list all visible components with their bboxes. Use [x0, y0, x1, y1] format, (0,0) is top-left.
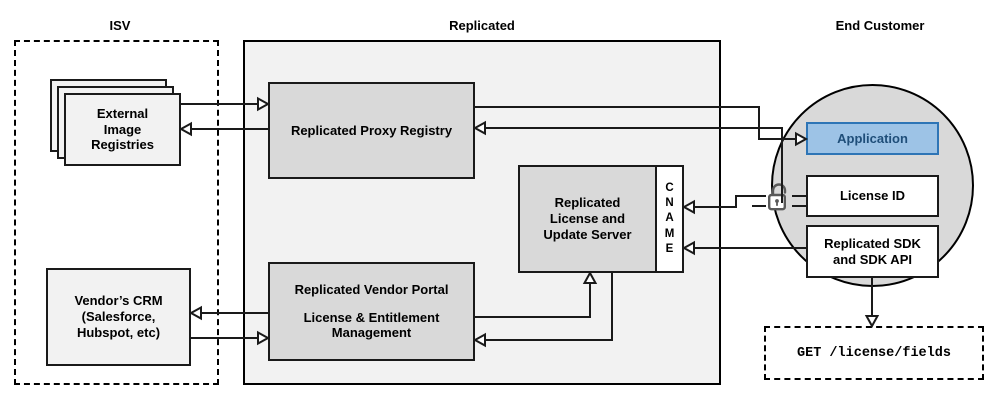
cname-letter-n: N [665, 197, 674, 210]
zone-title-isv: ISV [109, 18, 131, 33]
sdk-line-1: Replicated SDK [824, 235, 921, 251]
api-call-box: GET /license/fields [764, 326, 984, 380]
license-server-line-1: Replicated [554, 195, 621, 211]
license-id-label: License ID [839, 188, 906, 204]
external-registries-line-1: External [96, 105, 149, 121]
vendor-portal-title: Replicated Vendor Portal [294, 281, 449, 297]
vendor-crm-line-1: Vendor’s CRM [74, 293, 163, 309]
cname-letter-c: C [665, 182, 674, 195]
cname-letter-m: M [664, 227, 675, 240]
vendor-crm-line-2: (Salesforce, [81, 309, 156, 325]
zone-title-end-customer: End Customer [835, 18, 925, 33]
external-image-registries-box[interactable]: External Image Registries [64, 93, 181, 166]
replicated-vendor-portal-box[interactable]: Replicated Vendor Portal License & Entit… [268, 262, 475, 361]
isv-zone-boundary [14, 40, 219, 385]
external-registries-line-2: Image [103, 121, 142, 137]
sdk-line-2: and SDK API [833, 251, 912, 267]
cname-letter-a: A [665, 212, 674, 225]
vendor-portal-sub-line-2: Management [331, 325, 412, 341]
application-label: Application [837, 130, 908, 146]
zone-title-replicated: Replicated [449, 18, 515, 33]
replicated-sdk-box[interactable]: Replicated SDK and SDK API [806, 225, 939, 278]
unlocked-padlock-icon [766, 182, 792, 212]
license-server-line-3: Update Server [543, 226, 632, 242]
vendor-portal-sub-line-1: License & Entitlement [303, 309, 440, 325]
cname-letter-e: E [665, 242, 674, 255]
api-call-label: GET /license/fields [797, 345, 951, 361]
cname-strip: C N A M E [655, 165, 684, 273]
external-registries-line-3: Registries [91, 137, 154, 153]
arrowhead-sdk-to-api-call [864, 315, 880, 329]
vendor-crm-box[interactable]: Vendor’s CRM (Salesforce, Hubspot, etc) [46, 268, 191, 366]
vendor-crm-line-3: Hubspot, etc) [76, 324, 161, 340]
replicated-proxy-registry-box[interactable]: Replicated Proxy Registry [268, 82, 475, 179]
replicated-license-update-server-box[interactable]: Replicated License and Update Server [518, 165, 657, 273]
license-server-line-2: License and [549, 211, 626, 227]
application-box[interactable]: Application [806, 122, 939, 155]
license-id-box[interactable]: License ID [806, 175, 939, 217]
proxy-registry-label: Replicated Proxy Registry [290, 122, 453, 138]
